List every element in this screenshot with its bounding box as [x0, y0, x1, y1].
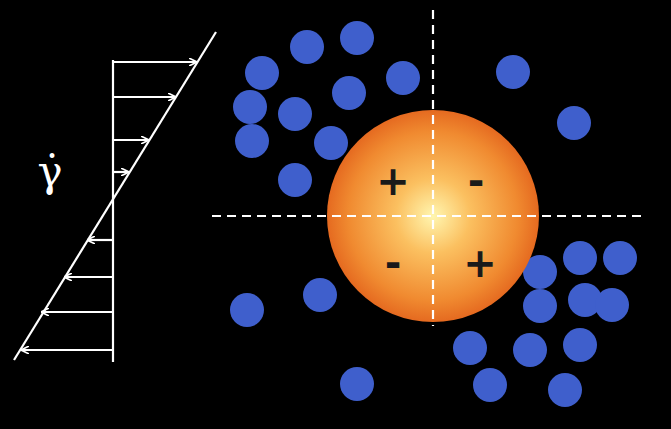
shear-profile [14, 32, 216, 362]
charge-sign: - [385, 243, 402, 283]
sphere-shape [326, 109, 540, 323]
charge-sign: + [463, 243, 497, 283]
charge-sign: - [468, 161, 485, 201]
charge-sign: + [376, 161, 410, 201]
particles [230, 21, 637, 407]
colloid-sphere: + - - + [326, 109, 540, 323]
shear-rate-symbol: γ̇ [37, 151, 62, 193]
